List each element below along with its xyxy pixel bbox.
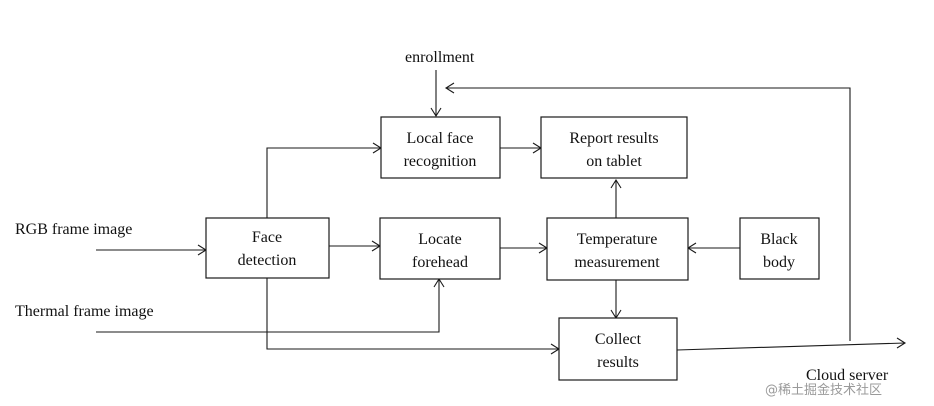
arrow-cloud-feedback — [446, 87, 851, 341]
arrow-detection-to-recognition — [266, 147, 381, 218]
arrow-collect-to-cloud — [676, 342, 906, 351]
label-thermal-frame-image: Thermal frame image — [15, 303, 154, 320]
box-black-body: Black body — [739, 217, 820, 280]
box-label: forehead — [412, 254, 468, 271]
box-label: Temperature — [577, 231, 658, 248]
label-enrollment: enrollment — [405, 49, 475, 66]
label-cloud-server: Cloud server — [806, 367, 889, 384]
connectors — [96, 70, 907, 355]
label-rgb-frame-image: RGB frame image — [15, 221, 132, 238]
box-label: Local face — [406, 130, 473, 147]
box-label: measurement — [574, 254, 660, 271]
watermark: @稀土掘金技术社区 — [765, 382, 882, 398]
arrow-thermal-to-forehead — [96, 279, 440, 333]
box-label: Report results — [569, 130, 658, 147]
box-label: detection — [238, 252, 297, 269]
box-label: Black — [760, 231, 797, 248]
box-label: Locate — [418, 231, 462, 248]
box-label: body — [763, 254, 795, 271]
box-label: results — [597, 354, 639, 371]
box-local-face-recognition: Local face recognition — [380, 116, 501, 179]
box-label: Face — [252, 229, 282, 246]
box-label: on tablet — [586, 153, 642, 170]
box-label: recognition — [404, 153, 477, 170]
box-locate-forehead: Locate forehead — [379, 217, 501, 280]
arrow-detection-to-collect — [266, 278, 559, 350]
box-report-results: Report results on tablet — [540, 116, 688, 179]
box-face-detection: Face detection — [205, 217, 330, 279]
box-label: Collect — [595, 331, 642, 348]
box-temperature-measurement: Temperature measurement — [546, 217, 689, 281]
box-collect-results: Collect results — [558, 317, 678, 381]
